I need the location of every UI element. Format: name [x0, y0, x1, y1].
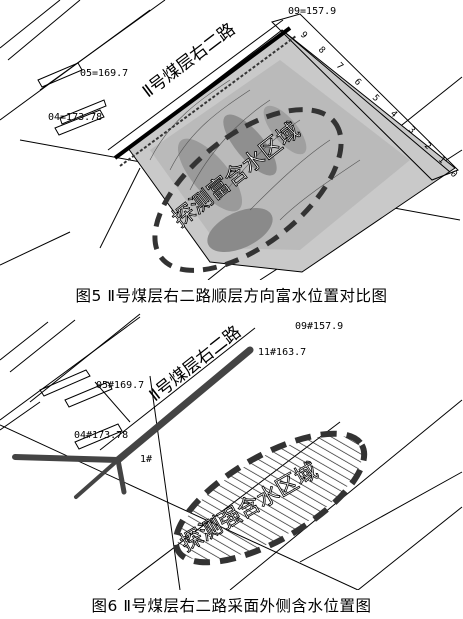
roadway-edges: [94, 327, 256, 451]
point-label: 11#163.7: [258, 347, 306, 358]
point-label: 1#: [140, 454, 152, 465]
point-label: 04=173.78: [48, 112, 102, 123]
scale-tick: 2: [422, 141, 433, 152]
figure-6: Ⅱ号煤层右二路 探测强含水区域 09#157.9 11#163.7 05#169…: [0, 312, 463, 591]
scale-tick: 1: [436, 155, 447, 166]
scale-tick: 9: [298, 30, 309, 41]
point-label: 04#173.78: [74, 430, 128, 441]
water-zone-outline: [172, 430, 368, 566]
scale-tick: 3: [406, 125, 417, 136]
point-label: 09#157.9: [295, 321, 343, 332]
scale-tick: 5: [370, 93, 381, 104]
figure-5-caption: 图5 Ⅱ号煤层右二路顺层方向富水位置对比图: [75, 287, 388, 305]
figure-6-caption: 图6 Ⅱ号煤层右二路采面外侧含水位置图: [91, 597, 372, 615]
figure-5: 9 8 7 6 5 4 3 2 1 0 Ⅱ号煤层右二路 探测富含水区域 09=1…: [0, 0, 463, 281]
scale-tick: 4: [388, 109, 399, 120]
scale-tick: 7: [334, 61, 345, 72]
water-zone-outline: [152, 107, 344, 273]
point-label: 09=157.9: [288, 6, 336, 17]
scale-ticks: 9 8 7 6 5 4 3 2 1 0: [298, 30, 459, 180]
scale-tick: 0: [448, 169, 459, 180]
scale-tick: 6: [352, 77, 363, 88]
water-zone-hatch: [177, 435, 363, 561]
point-label: 05=169.7: [80, 68, 128, 79]
roadway: [107, 19, 297, 167]
point-label: 05#169.7: [96, 380, 144, 391]
scale-frame: [271, 13, 459, 181]
scale-tick: 8: [316, 45, 327, 56]
roadway: [12, 346, 254, 499]
